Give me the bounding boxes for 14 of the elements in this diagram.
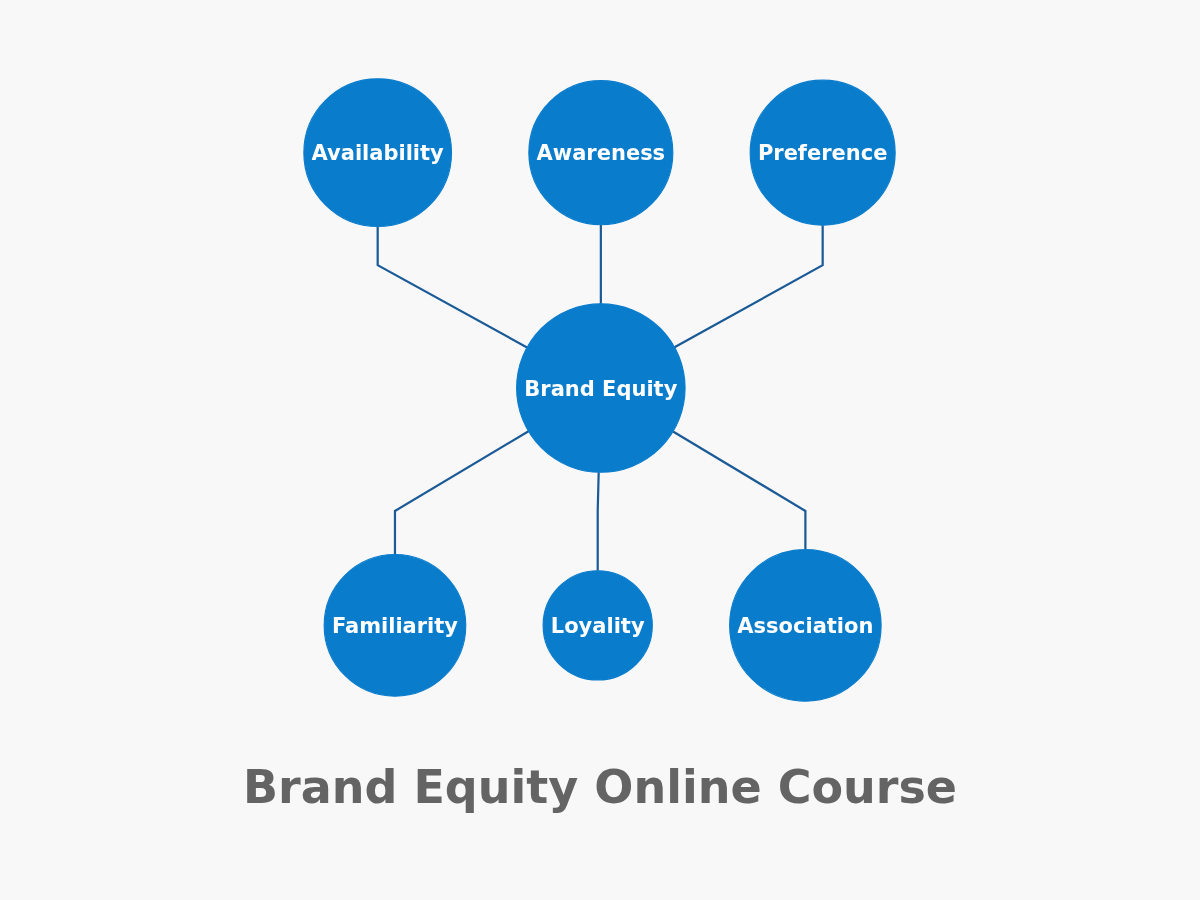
circle-node: Brand Equity [516, 303, 687, 473]
connector-line [597, 472, 601, 571]
circle-node: Availability [303, 78, 453, 228]
circle-node: Awareness [528, 80, 674, 226]
connector-line [672, 430, 807, 550]
circle-node: Familiarity [324, 554, 467, 697]
circle-node: Preference [750, 79, 897, 226]
connector-line [600, 224, 603, 304]
circle-node: Loyality [543, 570, 654, 681]
connector-line [674, 225, 825, 349]
connector-line [394, 430, 530, 555]
circle-node: Association [729, 549, 883, 702]
connector-line [377, 226, 529, 349]
diagram-title: Brand Equity Online Course [242, 760, 958, 814]
